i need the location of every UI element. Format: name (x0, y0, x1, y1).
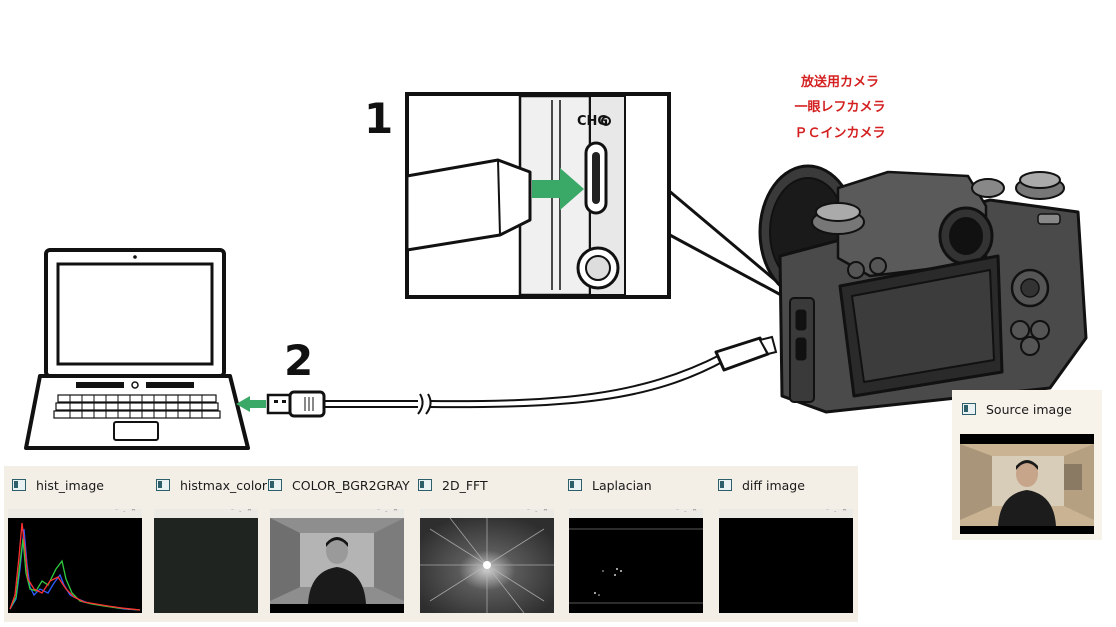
inner-titlebar (569, 509, 703, 518)
diff-image-view (719, 509, 853, 613)
window-titlebar[interactable]: 2D_FFT (418, 466, 488, 504)
insert-arrow-icon (236, 396, 266, 412)
grayscale-photo (270, 518, 404, 613)
window-titlebar[interactable]: diff image (718, 466, 805, 504)
color-bgr2gray-window[interactable]: COLOR_BGR2GRAY (266, 466, 412, 622)
app-window-icon (718, 479, 732, 491)
histmax-color-view (154, 509, 258, 613)
usb-cable (324, 353, 727, 415)
camera-icon (758, 164, 1088, 414)
laplacian-view (569, 509, 703, 613)
laplacian-edges (569, 528, 703, 604)
app-window-icon (418, 479, 432, 491)
window-title: Source image (986, 401, 1072, 417)
diff-image-window[interactable]: diff image (712, 466, 858, 622)
histmax-color-window[interactable]: histmax_color (152, 466, 267, 622)
window-title: COLOR_BGR2GRAY (292, 477, 410, 493)
app-window-icon (156, 479, 170, 491)
person-photo (960, 434, 1094, 534)
source-image-view (960, 434, 1094, 534)
app-window-icon (962, 403, 976, 415)
svg-text:CHG: CHG (577, 114, 608, 129)
fft-view (420, 509, 554, 613)
inner-titlebar (8, 509, 142, 518)
app-window-icon (268, 479, 282, 491)
usb-plug-icon (266, 390, 326, 418)
window-title: hist_image (36, 477, 104, 493)
step-number-2: 2 (284, 336, 314, 385)
histogram-plot (9, 522, 141, 611)
app-window-icon (12, 479, 26, 491)
window-title: histmax_color (180, 477, 268, 493)
window-title: Laplacian (592, 477, 652, 493)
step-number-1: 1 (364, 94, 394, 143)
inner-titlebar (154, 509, 258, 518)
laplacian-window[interactable]: Laplacian (562, 466, 710, 622)
window-titlebar[interactable]: Laplacian (568, 466, 652, 504)
usb-c-plug-icon (714, 335, 778, 372)
window-titlebar[interactable]: Source image (962, 390, 1072, 428)
window-titlebar[interactable]: histmax_color (156, 466, 267, 504)
window-titlebar[interactable]: hist_image (12, 466, 104, 504)
inner-titlebar (719, 509, 853, 518)
window-title: diff image (742, 477, 805, 493)
histogram-view (8, 509, 142, 613)
laptop-icon (24, 248, 250, 450)
grayscale-view (270, 509, 404, 613)
port-closeup-panel: CHG (405, 92, 795, 304)
inner-titlebar (420, 509, 554, 518)
caption-broadcast-camera: 放送用カメラ (800, 75, 879, 90)
caption-pc-camera: ＰＣインカメラ (794, 126, 886, 141)
window-titlebar[interactable]: COLOR_BGR2GRAY (268, 466, 410, 504)
source-image-window[interactable]: Source image (952, 390, 1102, 540)
fft-spectrum (420, 517, 554, 613)
inner-titlebar (270, 509, 404, 518)
caption-slr-camera: 一眼レフカメラ (794, 100, 886, 115)
window-title: 2D_FFT (442, 477, 488, 493)
hist-image-window[interactable]: hist_image (4, 466, 152, 622)
app-window-icon (568, 479, 582, 491)
fft-window[interactable]: 2D_FFT (414, 466, 562, 622)
